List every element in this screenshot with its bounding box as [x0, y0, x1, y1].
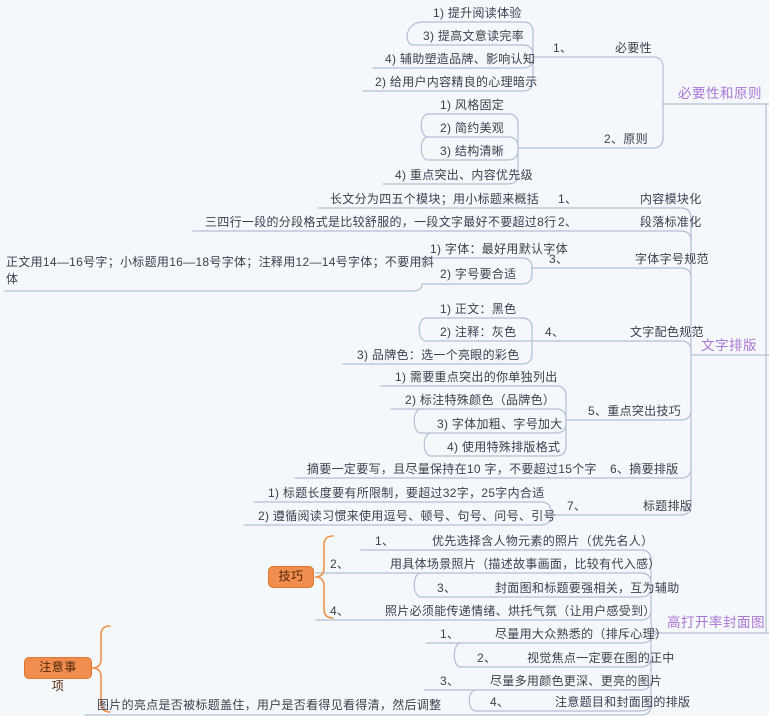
color-item-2[interactable]: 2) 注释：灰色 — [440, 325, 517, 339]
highlight-item-2[interactable]: 2) 标注特殊颜色（品牌色） — [405, 393, 556, 407]
highlight-item-3[interactable]: 3) 字体加粗、字号加大 — [437, 417, 563, 431]
font-topic-label[interactable]: 字体字号规范 — [635, 252, 709, 266]
paragraph-topic-num[interactable]: 2、 — [558, 215, 578, 229]
highlight-item-1[interactable]: 1) 需要重点突出的你单独列出 — [395, 370, 558, 384]
headline-item-2[interactable]: 2) 遵循阅读习惯来使用逗号、顿号、句号、问号、引号 — [258, 509, 556, 523]
color-item-3[interactable]: 3) 品牌色：选一个亮眼的彩色 — [357, 348, 520, 362]
modular-topic-num[interactable]: 1、 — [558, 192, 578, 206]
headline-item-1[interactable]: 1) 标题长度要有所限制，要超过32字，25字内合适 — [268, 486, 545, 500]
principle-item-1[interactable]: 1) 风格固定 — [440, 98, 505, 112]
principle-item-2[interactable]: 2) 简约美观 — [440, 121, 505, 135]
headline-topic-num[interactable]: 7、 — [567, 499, 587, 513]
skills-item-2-num[interactable]: 2、 — [330, 557, 350, 571]
notes-item-2-num[interactable]: 2、 — [477, 651, 497, 665]
paragraph-topic-label[interactable]: 段落标准化 — [640, 215, 702, 229]
abstract-note[interactable]: 摘要一定要写，且尽量保持在10 字，不要超过15个字 — [307, 462, 597, 476]
skills-item-2[interactable]: 用具体场景照片（描述故事画面，比较有代入感） — [390, 557, 661, 571]
notes-item-1-num[interactable]: 1、 — [440, 627, 460, 641]
font-size-note[interactable]: 正文用14—16号字；小标题用16—18号字体；注释用12—14号字体；不要用斜… — [6, 255, 435, 286]
color-topic-label[interactable]: 文字配色规范 — [630, 325, 704, 339]
necessity-item-3[interactable]: 4) 辅助塑造品牌、影响认知 — [385, 52, 536, 66]
notes-footnote[interactable]: 图片的亮点是否被标题盖住，用户是否看得见看得清，然后调整 — [97, 698, 442, 712]
notes-item-3-num[interactable]: 3、 — [440, 674, 460, 688]
necessity-item-1[interactable]: 1) 提升阅读体验 — [433, 6, 522, 20]
skills-item-3[interactable]: 封面图和标题要强相关，互为辅助 — [495, 581, 680, 595]
notes-item-1[interactable]: 尽量用大众熟悉的（排斥心理） — [495, 627, 668, 641]
abstract-topic[interactable]: 6、摘要排版 — [610, 462, 679, 476]
main-topic-cover-image[interactable]: 高打开率封面图 — [667, 615, 765, 630]
modular-note[interactable]: 长文分为四五个模块；用小标题来概括 — [330, 192, 540, 206]
notes-item-4-num[interactable]: 4、 — [490, 695, 510, 709]
color-item-1[interactable]: 1) 正文：黑色 — [440, 302, 517, 316]
group-brace-icon — [91, 535, 334, 713]
paragraph-note[interactable]: 三四行一段的分段格式是比较舒服的，一段文字最好不要超过8行 — [205, 215, 557, 229]
main-topic-necessity-principles[interactable]: 必要性和原则 — [678, 86, 762, 101]
highlight-topic[interactable]: 5、重点突出技巧 — [588, 404, 682, 418]
notes-item-2[interactable]: 视觉焦点一定要在图的正中 — [527, 651, 675, 665]
font-item-2[interactable]: 2) 字号要合适 — [440, 267, 517, 281]
skills-item-1-num[interactable]: 1、 — [375, 534, 395, 548]
principle-item-4[interactable]: 4) 重点突出、内容优先级 — [395, 168, 533, 182]
headline-topic-label[interactable]: 标题排版 — [643, 499, 693, 513]
font-topic-num[interactable]: 3、 — [549, 252, 569, 266]
principle-item-3[interactable]: 3) 结构清晰 — [440, 144, 505, 158]
skills-item-3-num[interactable]: 3、 — [437, 581, 457, 595]
necessity-topic-label[interactable]: 必要性 — [615, 41, 652, 55]
necessity-item-2[interactable]: 3) 提高文意读完率 — [423, 29, 525, 43]
necessity-item-4[interactable]: 2) 给用户内容精良的心理暗示 — [375, 75, 538, 89]
skills-badge[interactable]: 技巧 — [268, 566, 314, 588]
color-topic-num[interactable]: 4、 — [545, 325, 565, 339]
highlight-item-4[interactable]: 4) 使用特殊排版格式 — [447, 440, 561, 454]
modular-topic-label[interactable]: 内容模块化 — [640, 192, 702, 206]
skills-item-4-num[interactable]: 4、 — [330, 604, 350, 618]
skills-item-1[interactable]: 优先选择含人物元素的照片（优先名人） — [432, 534, 654, 548]
skills-item-4[interactable]: 照片必须能传递情绪、烘托气氛（让用户感受到） — [385, 604, 656, 618]
notes-item-3[interactable]: 尽量多用颜色更深、更亮的图片 — [490, 674, 663, 688]
necessity-topic-num[interactable]: 1、 — [553, 41, 573, 55]
font-item-1[interactable]: 1) 字体：最好用默认字体 — [430, 242, 568, 256]
principle-topic[interactable]: 2、原则 — [604, 132, 648, 146]
main-topic-typography[interactable]: 文字排版 — [701, 338, 757, 353]
notes-item-4[interactable]: 注意题目和封面图的排版 — [555, 695, 691, 709]
notes-badge[interactable]: 注意事项 — [24, 657, 92, 693]
